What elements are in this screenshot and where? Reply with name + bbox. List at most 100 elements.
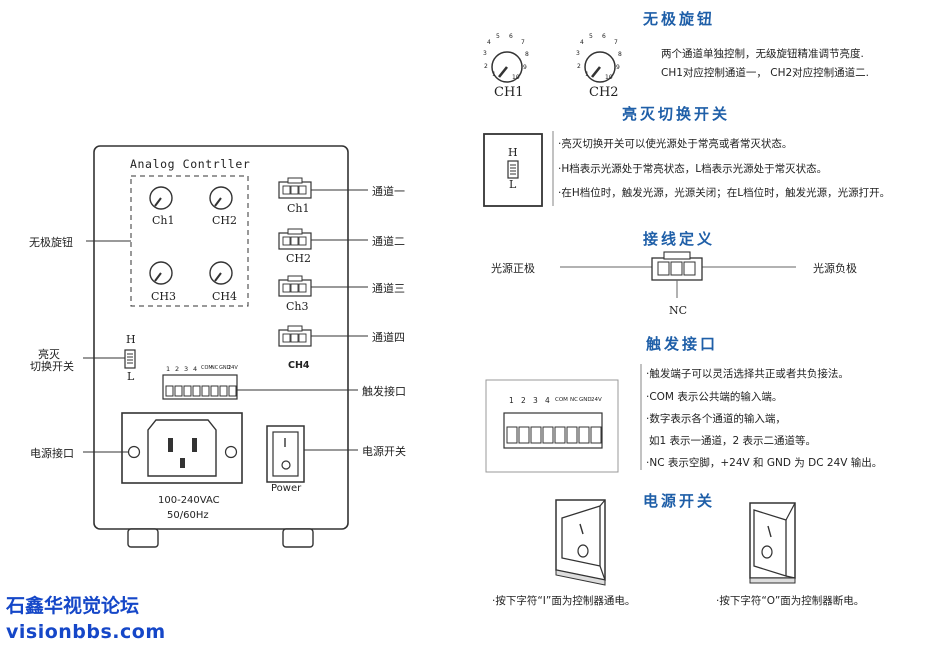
power-switch-label: Power	[271, 483, 302, 494]
terminal-label: 1	[166, 365, 171, 373]
rocker-on	[555, 499, 606, 586]
connector-label-ch4: CH4	[288, 360, 310, 371]
callout-switch-line1: 亮灭	[38, 348, 60, 361]
trigger-labels: 1 2 3 4 COM NC GND 24V	[504, 396, 604, 406]
knob-panel	[130, 175, 249, 307]
dial-tick: 3	[576, 50, 580, 57]
callout-knobs: 无极旋钮	[29, 236, 73, 249]
dial-tick: 4	[580, 39, 584, 46]
trigger-label: 4	[545, 396, 550, 405]
terminal-label: 2	[175, 365, 180, 373]
dial-tick: 2	[577, 63, 581, 70]
onoff-desc-1: ·亮灭切换开关可以使光源处于常亮或者常灭状态。	[558, 138, 793, 150]
dial-tick: 7	[521, 39, 525, 46]
onoff-switch-detail	[483, 133, 543, 207]
trigger-desc-4: 如1 表示一通道，2 表示二通道等。	[649, 435, 817, 447]
heading-knob: 无极旋钮	[643, 10, 716, 28]
onoff-toggle	[124, 349, 136, 369]
power-inlet	[121, 412, 243, 484]
power-input-frequency: 50/60Hz	[167, 510, 209, 521]
dial-ch1	[491, 51, 523, 83]
terminal-labels: 1 2 3 4 COM NC GND 24V	[163, 365, 243, 375]
knob-ch1	[149, 186, 173, 210]
dial-tick: 5	[496, 33, 500, 40]
dial-tick: 10	[512, 74, 520, 81]
callout-power-switch: 电源开关	[362, 445, 406, 458]
power-caption-on: ·按下字符“I”面为控制器通电。	[492, 595, 636, 607]
dial-tick: 2	[484, 63, 488, 70]
knob-label-ch3: CH3	[151, 290, 177, 303]
connector-label-ch3: Ch3	[286, 300, 309, 313]
trigger-label: NC	[570, 397, 578, 403]
trigger-label: 2	[521, 396, 526, 405]
onoff-l-label: L	[509, 178, 517, 191]
wiring-negative: 光源负极	[813, 262, 857, 275]
dial-tick: 10	[605, 74, 613, 81]
power-caption-off: ·按下字符“O”面为控制器断电。	[716, 595, 865, 607]
dial-ch2	[584, 51, 616, 83]
connector-ch2	[278, 228, 312, 250]
dial-tick: 6	[509, 33, 513, 40]
dial-tick: 9	[523, 64, 527, 71]
callout-switch-line2: 切换开关	[30, 360, 74, 373]
trigger-label: GND	[579, 397, 592, 403]
terminal-label: 4	[193, 365, 198, 373]
trigger-desc-1: ·触发端子可以灵活选择共正或者共负接法。	[646, 368, 849, 380]
knob-desc-2: CH1对应控制通道一， CH2对应控制通道二.	[661, 67, 869, 79]
callout-power-port: 电源接口	[30, 447, 74, 460]
terminal-label: NC	[211, 365, 219, 371]
terminal-label: GND	[219, 365, 231, 371]
power-rocker	[266, 425, 305, 483]
terminal-block	[162, 374, 238, 400]
dial-tick: 3	[483, 50, 487, 57]
onoff-h-label: H	[508, 146, 518, 159]
trigger-label: COM	[555, 397, 568, 403]
heading-power: 电源开关	[643, 492, 716, 510]
switch-l-label: L	[127, 370, 135, 383]
onoff-desc-3: ·在H档位时，触发光源，光源关闭；在L档位时，触发光源，光源打开。	[558, 187, 891, 199]
callout-channel3: 通道三	[372, 282, 405, 295]
connector-ch4	[278, 325, 312, 347]
dial-tick: 1	[585, 71, 589, 78]
wiring-positive: 光源正极	[491, 262, 535, 275]
trigger-desc-3: ·数字表示各个通道的输入端，	[646, 413, 786, 425]
dial-ticks-ch2: 1 2 3 4 5 6 7 8 9 10	[576, 33, 623, 83]
trigger-label: 24V	[591, 397, 602, 403]
knob-label-ch2: CH2	[212, 214, 238, 227]
dial-tick: 9	[616, 64, 620, 71]
rocker-off	[749, 502, 796, 584]
dial-tick: 5	[589, 33, 593, 40]
power-input-rating: 100-240VAC	[158, 495, 220, 506]
connector-ch3	[278, 275, 312, 297]
trigger-label: 3	[533, 396, 538, 405]
callout-trigger: 触发接口	[362, 385, 406, 398]
switch-h-label: H	[126, 333, 136, 346]
brand-name: 石鑫华视觉论坛	[6, 595, 140, 617]
dial-tick: 6	[602, 33, 606, 40]
controller-title: Analog Contrller	[130, 157, 251, 171]
knob-label-ch1: Ch1	[152, 214, 175, 227]
dial-tick: 1	[492, 71, 496, 78]
dial-tick: 8	[525, 51, 529, 58]
trigger-desc-5: ·NC 表示空脚，+24V 和 GND 为 DC 24V 输出。	[646, 457, 883, 469]
dial-tick: 4	[487, 39, 491, 46]
heading-onoff: 亮灭切换开关	[622, 105, 731, 123]
dial-label-ch2: CH2	[589, 85, 619, 100]
foot-left	[127, 528, 159, 548]
heading-trigger: 触发接口	[646, 335, 719, 353]
knob-label-ch4: CH4	[212, 290, 238, 303]
connector-label-ch2: CH2	[286, 252, 312, 265]
wiring-nc: NC	[669, 304, 688, 317]
dial-tick: 8	[618, 51, 622, 58]
trigger-desc-2: ·COM 表示公共端的输入端。	[646, 391, 783, 403]
brand-url: visionbbs.com	[6, 621, 166, 643]
onoff-desc-2: ·H档表示光源处于常亮状态，L档表示光源处于常灭状态。	[558, 163, 828, 175]
dial-ticks-ch1: 1 2 3 4 5 6 7 8 9 10	[483, 33, 530, 83]
wiring-connector	[560, 251, 796, 298]
connector-label-ch1: Ch1	[287, 202, 310, 215]
knob-ch3	[149, 261, 173, 285]
knob-ch2	[209, 186, 233, 210]
callout-channel2: 通道二	[372, 235, 405, 248]
terminal-label: 3	[184, 365, 189, 373]
